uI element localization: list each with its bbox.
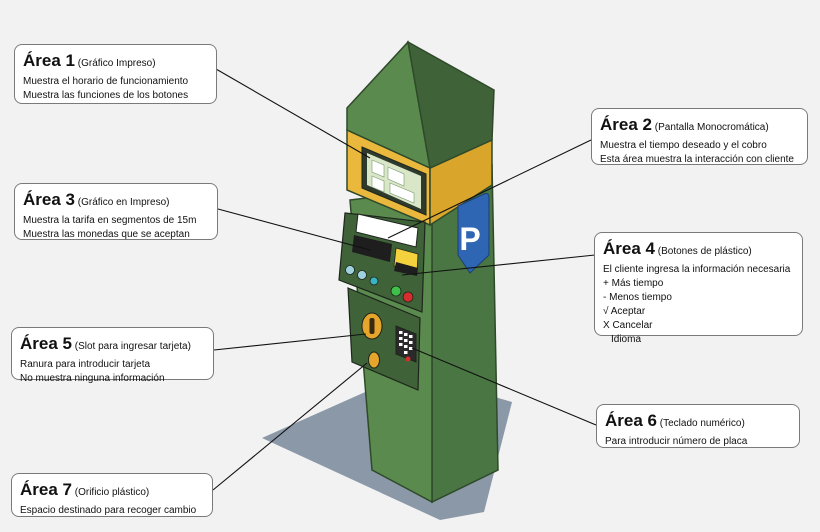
coin-return (368, 351, 380, 369)
parking-sign-letter: P (459, 221, 480, 257)
callout-area-1: Área 1 (Gráfico Impreso) Muestra el hora… (14, 44, 217, 104)
leader-line-area-4 (401, 254, 596, 276)
callout-line: No muestra ninguna información (20, 373, 165, 384)
callout-area-4: Área 4 (Botones de plástico) El cliente … (594, 232, 803, 345)
callout-subtitle: (Pantalla Monocromática) (654, 122, 769, 133)
button-cancel (402, 291, 414, 303)
callout-title: Área 2 (600, 115, 652, 134)
keypad-red-dot (405, 356, 411, 362)
callout-line: X Cancelar (603, 320, 653, 331)
meter-roof-side (406, 40, 495, 170)
callout-line: - Menos tiempo (603, 292, 672, 303)
callout-line: Ranura para introducir tarjeta (20, 359, 151, 370)
button-language (369, 276, 379, 286)
callout-line: Muestra las monedas que se aceptan (23, 229, 190, 240)
callout-title: Área 4 (603, 239, 655, 258)
callout-line: Idioma (611, 334, 642, 345)
callout-line: √ Aceptar (603, 306, 646, 317)
parking-sign (457, 193, 490, 274)
button-accept (390, 285, 402, 297)
leader-line-area-2 (387, 139, 592, 239)
callout-title: Área 7 (20, 480, 72, 499)
callout-line: Esta área muestra la interacción con cli… (600, 154, 794, 165)
callout-line: Muestra el tiempo deseado y el cobro (600, 140, 767, 151)
card-slot (369, 318, 375, 334)
leader-line-area-3 (217, 208, 371, 251)
callout-subtitle: (Teclado numérico) (659, 418, 745, 429)
button-plus (345, 265, 355, 275)
callout-subtitle: (Botones de plástico) (657, 246, 752, 257)
callout-subtitle: (Gráfico en Impreso) (77, 197, 170, 208)
callout-subtitle: (Orificio plástico) (74, 487, 150, 498)
callout-area-5: Área 5 (Slot para ingresar tarjeta) Ranu… (11, 327, 214, 384)
callout-line: Muestra la tarifa en segmentos de 15m (23, 215, 197, 226)
leader-line-area-6 (411, 347, 597, 426)
callout-title: Área 3 (23, 190, 75, 209)
leader-line-area-1 (215, 68, 371, 159)
callout-area-2: Área 2 (Pantalla Monocromática) Muestra … (591, 108, 808, 165)
callout-line: Muestra las funciones de los botones (23, 90, 189, 101)
callout-title: Área 5 (20, 334, 72, 353)
monochrome-screen (355, 213, 419, 248)
callout-area-3: Área 3 (Gráfico en Impreso) Muestra la t… (14, 183, 218, 240)
keypad-keys (399, 331, 413, 354)
callout-subtitle: (Gráfico Impreso) (77, 58, 156, 69)
button-minus (357, 270, 367, 280)
leader-line-area-7 (212, 362, 368, 491)
callout-line: + Más tiempo (603, 278, 664, 289)
callout-area-6: Área 6 (Teclado numérico) Para introduci… (596, 404, 800, 448)
callout-title: Área 1 (23, 51, 75, 70)
callout-area-7: Área 7 (Orificio plástico) Espacio desti… (11, 473, 213, 517)
callout-line: Muestra el horario de funcionamiento (23, 76, 189, 87)
callout-title: Área 6 (605, 411, 657, 430)
callout-line: El cliente ingresa la información necesa… (603, 264, 791, 275)
callout-line: Para introducir número de placa (605, 436, 748, 447)
printed-graphic-area-3 (352, 235, 392, 262)
leader-line-area-5 (213, 333, 367, 351)
callout-subtitle: (Slot para ingresar tarjeta) (74, 341, 191, 352)
callout-line: Espacio destinado para recoger cambio (20, 505, 197, 516)
